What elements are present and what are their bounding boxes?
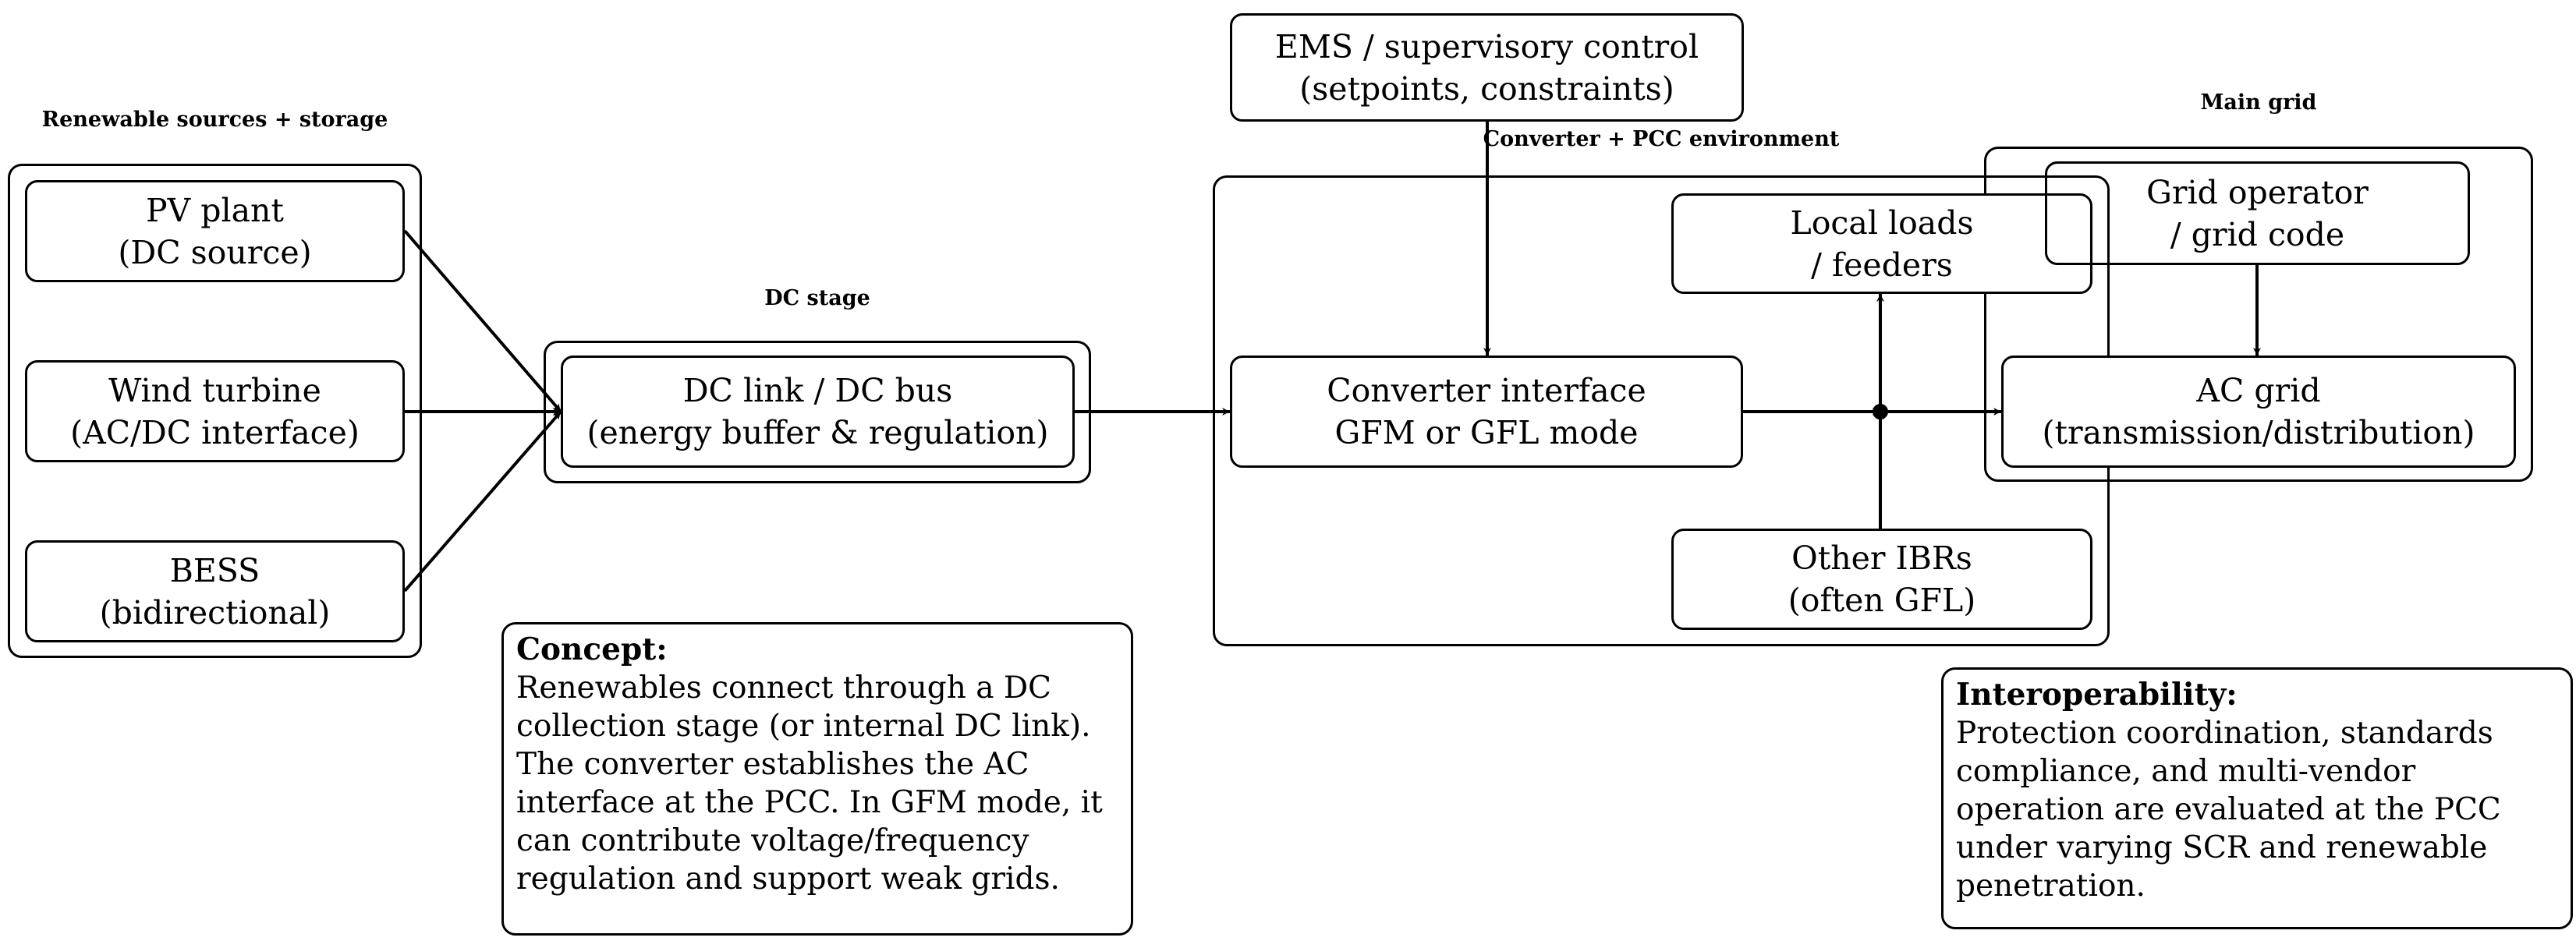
bess-node: BESS (bidirectional) [25,540,405,642]
converter-interface-label: Converter interface [1327,372,1646,409]
wind-turbine-sublabel: (AC/DC interface) [70,413,360,451]
pv-plant-node: PV plant (DC source) [25,180,405,282]
concept-note: Concept: Renewables connect through a DC… [501,622,1133,936]
interoperability-note: Interoperability: Protection coordinatio… [1941,667,2573,929]
converter-interface-sublabel: GFM or GFL mode [1334,414,1639,451]
concept-note-title: Concept: [516,631,668,667]
other-ibrs-label: Other IBRs [1791,539,1972,577]
other-ibrs-sublabel: (often GFL) [1788,582,1976,619]
other-ibrs-node: Other IBRs (often GFL) [1671,529,2092,630]
ems-sublabel: (setpoints, constraints) [1299,69,1674,108]
ac-grid-label: AC grid [2196,372,2321,409]
converter-pcc-group-title: Converter + PCC environment [1483,127,1840,151]
grid-operator-label: Grid operator [2146,173,2369,211]
dc-link-label: DC link / DC bus [682,372,953,409]
local-loads-sublabel: / feeders [1811,246,1953,284]
edge-pv-to-dc-link [403,229,562,413]
main-grid-group [1984,147,2533,482]
ems-label: EMS / supervisory control [1274,27,1699,65]
pv-plant-label: PV plant [146,191,284,229]
grid-operator-node: Grid operator / grid code [2045,161,2470,265]
main-grid-group-title: Main grid [2200,90,2317,115]
bess-label: BESS [169,551,260,589]
sources-group [8,164,422,658]
local-loads-label: Local loads [1790,203,1974,242]
grid-operator-sublabel: / grid code [2170,215,2345,253]
edge-bess-to-dc-link [403,410,562,593]
ems-node: EMS / supervisory control (setpoints, co… [1230,13,1744,122]
converter-interface-node: Converter interface GFM or GFL mode [1230,356,1743,468]
concept-note-body: Renewables connect through a DC collecti… [516,670,1103,897]
pv-plant-sublabel: (DC source) [118,233,312,271]
interoperability-note-title: Interoperability: [1956,677,2238,713]
pcc-junction-dot [1873,404,1888,419]
dc-stage-group-title: DC stage [764,286,870,310]
ac-grid-sublabel: (transmission/distribution) [2042,414,2475,451]
bess-sublabel: (bidirectional) [99,593,331,631]
interoperability-note-body: Protection coordination, standards compl… [1956,716,2501,904]
wind-turbine-node: Wind turbine (AC/DC interface) [25,360,405,462]
dc-link-sublabel: (energy buffer & regulation) [586,414,1049,451]
local-loads-node: Local loads / feeders [1671,193,2092,294]
dc-link-node: DC link / DC bus (energy buffer & regula… [561,356,1075,468]
dc-stage-group [544,341,1091,483]
wind-turbine-label: Wind turbine [108,371,321,409]
ac-grid-node: AC grid (transmission/distribution) [2001,356,2516,468]
sources-group-title: Renewable sources + storage [41,108,388,132]
